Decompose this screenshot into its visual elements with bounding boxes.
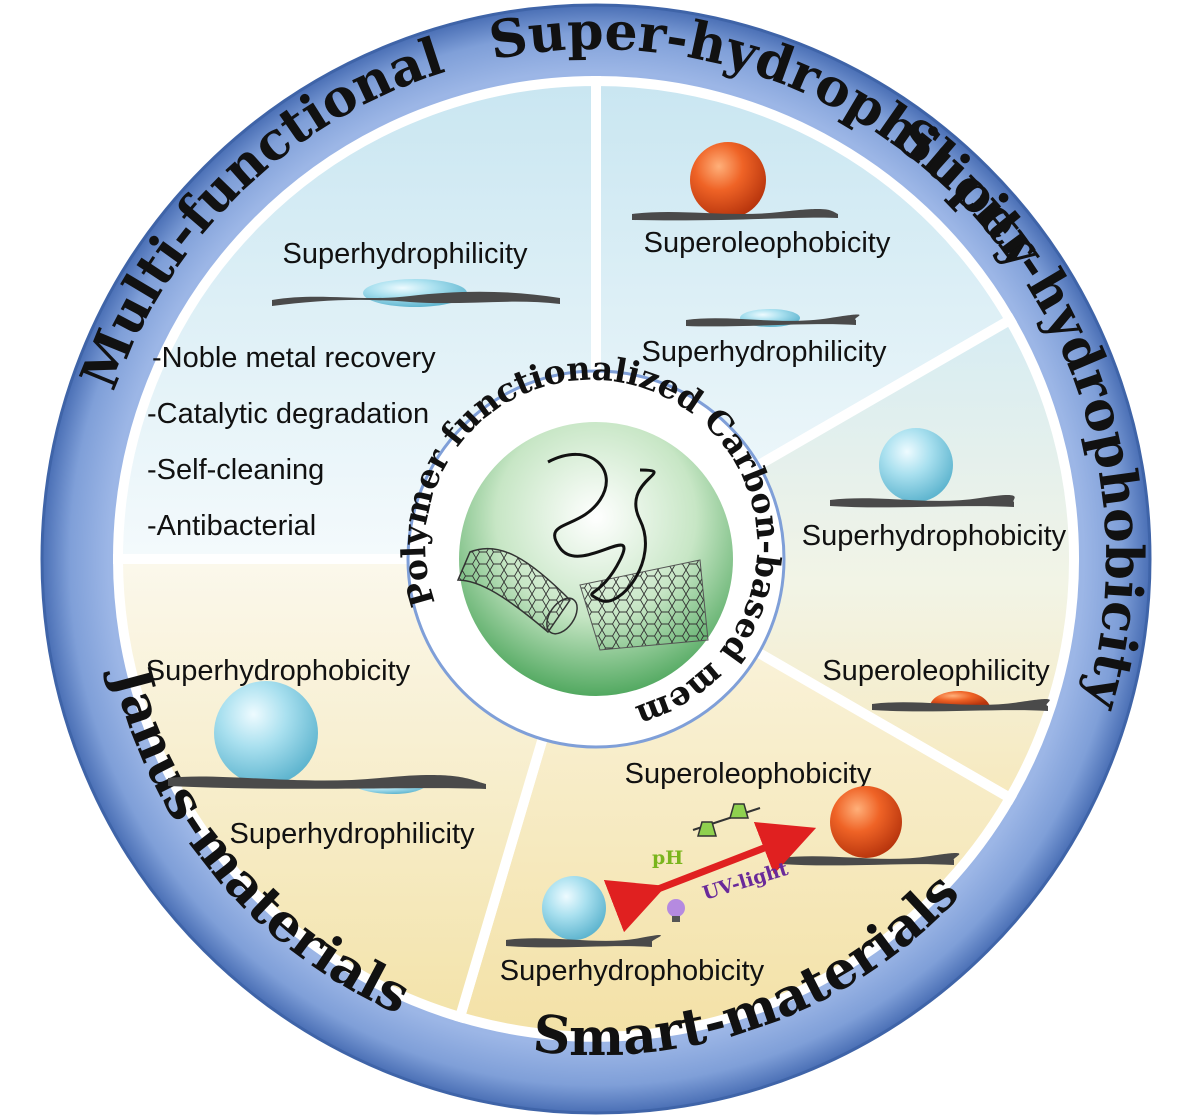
bullet-catalytic-degradation: -Catalytic degradation [147,398,429,430]
flask-balance-icon [692,803,761,837]
super-hydrophobicity-bottom-label: Superoleophilicity [822,655,1050,687]
super-hydrophilicity-bottom-label: Superhydrophilicity [641,336,887,368]
switch-arrow-icon [603,821,817,933]
bullet-self-cleaning: -Self-cleaning [147,454,324,486]
carbon-nanotube-icon [456,547,578,635]
sector-super-hydrophobicity [585,313,1080,805]
water-droplet-bottom-icon [506,876,661,948]
janus-materials-top-label: Superhydrophobicity [146,655,411,687]
oil-spread-icon [872,690,1050,712]
water-film-icon [686,309,860,327]
membrane-with-droplet-multi [272,279,560,307]
janus-membrane-icon [168,681,486,795]
smart-materials-bottom-label: Superhydrophobicity [500,955,765,987]
polymer-chain-icon [547,452,656,603]
super-hydrophilicity-top-label: Superoleophobicity [644,227,891,259]
bullet-antibacterial: -Antibacterial [147,510,316,542]
oil-droplet-icon [690,142,766,218]
water-droplet-icon [830,428,1015,508]
stimulus-ph-label: pH [652,847,683,869]
graphene-sheet-icon [579,559,709,651]
membrane-line [632,208,838,221]
smart-materials-top-label: Superoleophobicity [625,758,872,790]
oil-droplet-on-membrane-icon [780,786,960,866]
lightbulb-icon [667,899,685,922]
super-hydrophobicity-top-label: Superhydrophobicity [802,520,1067,552]
multi-functional-label: Superhydrophilicity [282,238,528,270]
bullet-noble-metal-recovery: -Noble metal recovery [152,342,436,374]
janus-materials-bottom-label: Superhydrophilicity [229,818,475,850]
